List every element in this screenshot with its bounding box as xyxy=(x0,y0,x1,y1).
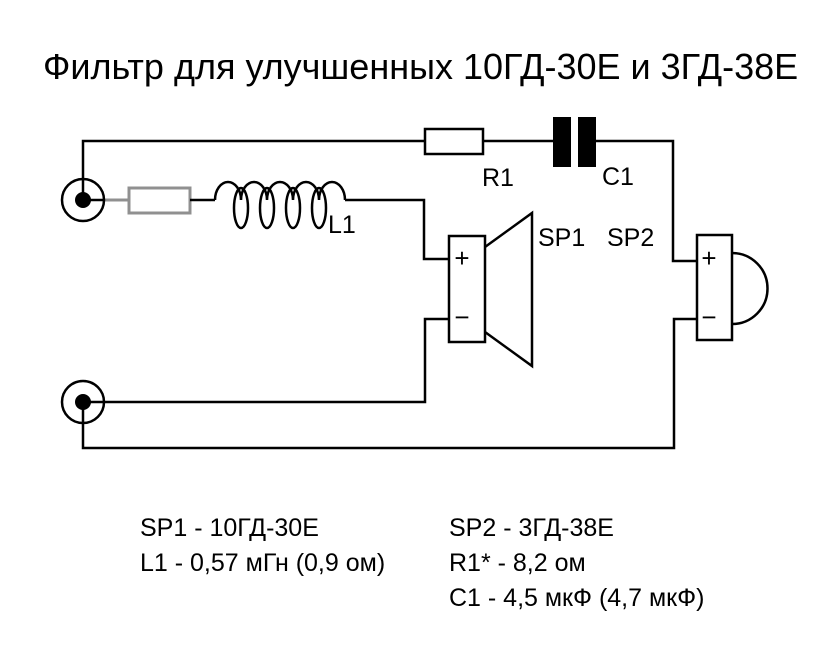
legend-item-sp2: SP2 - 3ГД-38Е xyxy=(449,514,614,542)
inductor-label: L1 xyxy=(328,211,356,239)
inductor-loop xyxy=(232,186,250,230)
inductor-loop xyxy=(258,186,276,230)
resistor-r1-label: R1 xyxy=(482,164,514,192)
terminal-dot xyxy=(75,394,91,410)
legend-item-c1: C1 - 4,5 мкФ (4,7 мкФ) xyxy=(449,584,705,612)
sp1-plus-label: + xyxy=(454,243,469,273)
wire-sp2-to-bottom-terminal xyxy=(81,317,697,450)
speaker-sp2-body xyxy=(695,233,734,342)
wire-input-to-r1 xyxy=(81,139,425,200)
legend-left-column: SP1 - 10ГД-30Е L1 - 0,57 мГн (0,9 ом) xyxy=(140,511,385,581)
tweeter-dome xyxy=(731,251,769,326)
terminal-dot xyxy=(75,192,91,208)
speaker-sp1-label: SP1 xyxy=(538,224,585,252)
input-terminal-bottom xyxy=(60,379,106,425)
sp2-plus-label: + xyxy=(701,243,716,273)
legend-item-sp1: SP1 - 10ГД-30Е xyxy=(140,514,319,542)
legend-right-column: SP2 - 3ГД-38Е R1* - 8,2 ом C1 - 4,5 мкФ … xyxy=(449,511,704,616)
wire-sp1-to-bottom-terminal xyxy=(83,317,449,404)
wire-l1-to-sp1 xyxy=(345,198,449,261)
sp1-minus-label: − xyxy=(454,302,469,332)
capacitor-plate xyxy=(553,117,571,167)
capacitor-c1 xyxy=(553,117,596,167)
input-terminal-top xyxy=(60,177,106,223)
capacitor-c1-label: C1 xyxy=(602,163,634,191)
speaker-sp1-body xyxy=(447,234,487,344)
inductor-l1 xyxy=(213,180,347,230)
sp2-minus-label: − xyxy=(701,302,716,332)
speaker-sp1: + − xyxy=(447,210,534,369)
speaker-sp2: + − xyxy=(695,233,769,342)
woofer-cone xyxy=(484,210,534,369)
inductor-loop xyxy=(310,186,328,230)
inductor-humps xyxy=(213,180,347,201)
terminal-ring xyxy=(60,177,106,223)
legend-item-l1: L1 - 0,57 мГн (0,9 ом) xyxy=(140,549,386,577)
legend-item-r1: R1* - 8,2 ом xyxy=(449,549,586,577)
inductor-loop xyxy=(284,186,302,230)
page-title: Фильтр для улучшенных 10ГД-30Е и 3ГД-38Е xyxy=(43,46,799,87)
input-resistor-unlabeled xyxy=(127,186,192,215)
resistor-r1 xyxy=(423,127,485,156)
capacitor-plate xyxy=(578,117,596,167)
wire-c1-to-sp2 xyxy=(596,139,697,263)
terminal-ring xyxy=(60,379,106,425)
speaker-sp2-label: SP2 xyxy=(607,224,654,252)
